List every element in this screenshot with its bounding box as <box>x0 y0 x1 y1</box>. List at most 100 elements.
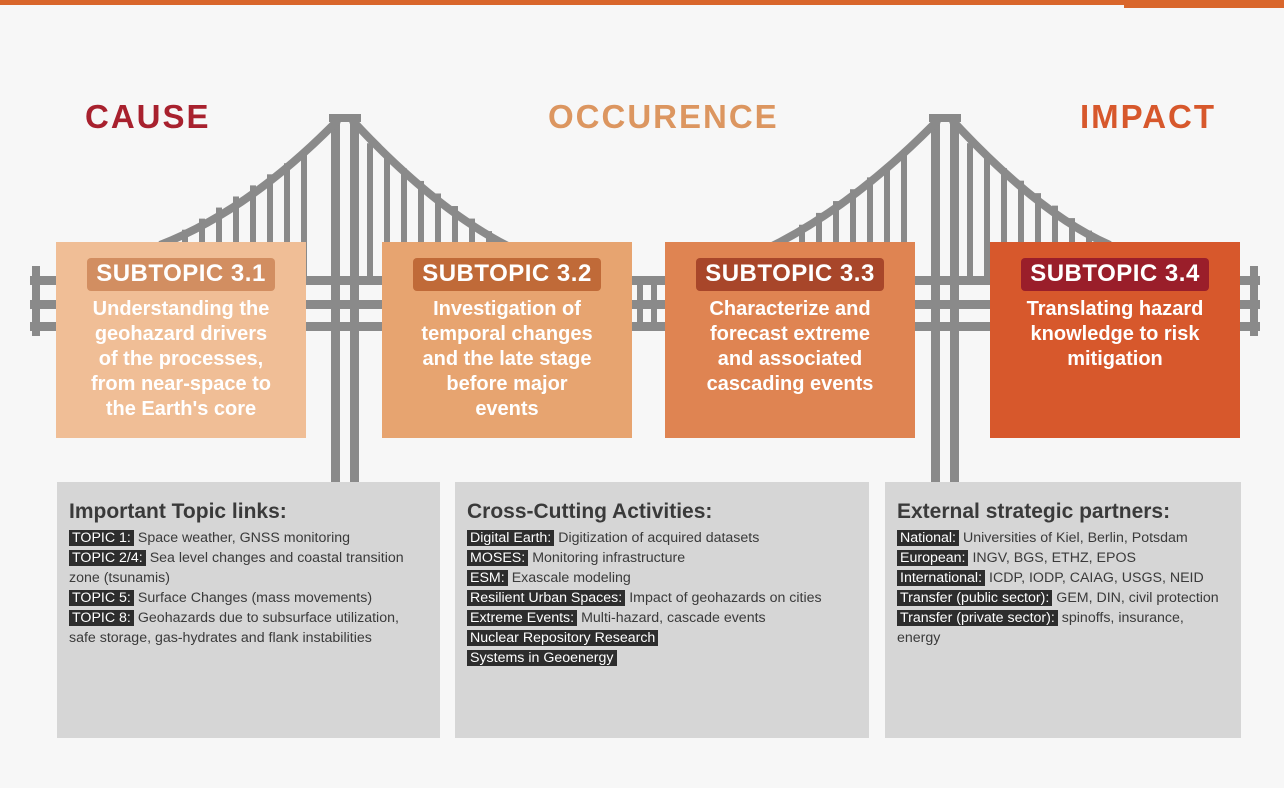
subtopic-description-line: and associated <box>717 348 863 370</box>
bridge-hanger <box>867 177 873 276</box>
bridge-end-post <box>1250 266 1258 336</box>
list-item: European:INGV, BGS, ETHZ, EPOS <box>897 548 1229 568</box>
bridge-hanger <box>452 206 458 276</box>
subtopic-description: Investigation of temporal changes and th… <box>382 297 632 422</box>
subtopic-description-line: geohazard drivers <box>94 323 268 345</box>
subtopic-description: Understanding the geohazard drivers of t… <box>56 297 306 422</box>
top-accent-rule-end <box>1124 0 1284 8</box>
item-text: Monitoring infrastructure <box>532 550 686 566</box>
bridge-hanger <box>1052 205 1058 276</box>
subtopic-description-line: Investigation of <box>433 298 581 320</box>
panel-title: Important Topic links: <box>69 500 287 523</box>
subtopic-card-3-4: SUBTOPIC 3.4 Translating hazard knowledg… <box>990 242 1240 438</box>
subtopic-description-line: Characterize and <box>709 298 871 320</box>
bridge-hanger <box>1001 168 1007 276</box>
bridge-hanger <box>401 168 407 276</box>
subtopic-badge: SUBTOPIC 3.3 <box>696 258 884 291</box>
bridge-deck-post <box>637 276 643 331</box>
list-item: TOPIC 1:Space weather, GNSS monitoring <box>69 528 428 548</box>
bridge-tower-leg <box>331 118 340 484</box>
list-item: Systems in Geoenergy <box>467 648 857 668</box>
bridge-tower-cap <box>929 114 961 122</box>
subtopic-badge: SUBTOPIC 3.4 <box>1021 258 1209 291</box>
subtopic-card-3-1: SUBTOPIC 3.1 Understanding the geohazard… <box>56 242 306 438</box>
item-text: spinoffs, insurance, energy <box>897 610 1184 646</box>
subtopic-description-line: of the processes, <box>98 348 264 370</box>
item-tag: Nuclear Repository Research <box>467 630 659 646</box>
panel-cross-cutting: Cross-Cutting Activities: Digital Earth:… <box>455 482 869 738</box>
subtopic-description: Characterize and forecast extreme and as… <box>665 297 915 397</box>
bridge-hanger <box>833 201 839 276</box>
bridge-hanger <box>418 180 424 276</box>
item-text: ICDP, IODP, CAIAG, USGS, NEID <box>989 570 1204 586</box>
subtopic-description-line: Translating hazard <box>1026 298 1204 320</box>
item-tag: Transfer (public sector): <box>897 590 1053 606</box>
item-text: Geohazards due to subsurface utilization… <box>69 610 399 646</box>
item-text: Universities of Kiel, Berlin, Potsdam <box>963 530 1188 546</box>
bridge-end-post <box>32 266 40 336</box>
bridge-main-cable <box>758 117 941 256</box>
subtopic-card-3-2: SUBTOPIC 3.2 Investigation of temporal c… <box>382 242 632 438</box>
item-tag: Systems in Geoenergy <box>467 650 617 666</box>
list-item: TOPIC 2/4:Sea level changes and coastal … <box>69 548 428 588</box>
item-text: Multi-hazard, cascade events <box>581 610 766 626</box>
subtopic-badge: SUBTOPIC 3.2 <box>413 258 601 291</box>
item-text: Sea level changes and coastal transition… <box>69 550 404 586</box>
stage-label-occurrence: OCCURENCE <box>548 98 779 135</box>
item-text: GEM, DIN, civil protection <box>1056 590 1219 606</box>
list-item: Nuclear Repository Research <box>467 628 857 648</box>
item-tag: Digital Earth: <box>467 530 555 546</box>
bridge-deck-rail-bottom <box>30 322 1260 331</box>
list-item: Digital Earth:Digitization of acquired d… <box>467 528 857 548</box>
subtopic-description-line: the Earth's core <box>105 398 257 420</box>
item-text: INGV, BGS, ETHZ, EPOS <box>972 550 1136 566</box>
bridge-hanger <box>1035 193 1041 276</box>
item-tag: TOPIC 1: <box>69 530 134 546</box>
top-accent-rule <box>0 0 1284 5</box>
subtopic-description-line: knowledge to risk <box>1030 323 1200 345</box>
bridge-deck-rail-top <box>30 276 1260 285</box>
subtopic-description-line: Understanding the <box>92 298 270 320</box>
bridge-hanger <box>367 143 373 276</box>
item-tag: MOSES: <box>467 550 529 566</box>
bridge-deck-rail-middle <box>30 300 1260 309</box>
item-text: Digitization of acquired datasets <box>558 530 760 546</box>
list-item: ESM:Exascale modeling <box>467 568 857 588</box>
item-tag: ESM: <box>467 570 508 586</box>
bridge-hanger <box>967 143 973 276</box>
subtopic-description-line: temporal changes <box>421 323 593 345</box>
bridge-main-cable <box>158 117 341 249</box>
list-item: Extreme Events:Multi-hazard, cascade eve… <box>467 608 857 628</box>
item-tag: European: <box>897 550 969 566</box>
item-tag: TOPIC 8: <box>69 610 134 626</box>
bridge-hanger <box>284 163 290 276</box>
item-tag: International: <box>897 570 986 586</box>
subtopic-description-line: before major <box>446 373 568 395</box>
list-item: Transfer (private sector):spinoffs, insu… <box>897 608 1229 648</box>
bridge-hanger <box>301 152 307 276</box>
item-tag: TOPIC 5: <box>69 590 134 606</box>
subtopic-card-3-3: SUBTOPIC 3.3 Characterize and forecast e… <box>665 242 915 438</box>
list-item: MOSES:Monitoring infrastructure <box>467 548 857 568</box>
bridge-tower-leg <box>950 118 959 484</box>
bridge-hanger <box>216 207 222 276</box>
item-text: Impact of geohazards on cities <box>629 590 822 606</box>
list-item: TOPIC 5:Surface Changes (mass movements) <box>69 588 428 608</box>
item-text: Surface Changes (mass movements) <box>137 590 373 606</box>
bridge-tower-leg <box>931 118 940 484</box>
list-item: Transfer (public sector):GEM, DIN, civil… <box>897 588 1229 608</box>
subtopic-badge: SUBTOPIC 3.1 <box>87 258 275 291</box>
bridge-tower-leg <box>350 118 359 484</box>
bridge-hanger <box>1018 180 1024 276</box>
subtopic-description-line: mitigation <box>1067 348 1163 370</box>
bridge-hanger <box>267 174 273 276</box>
subtopic-description-line: forecast extreme <box>709 323 871 345</box>
item-tag: Extreme Events: <box>467 610 578 626</box>
bridge-tower-cap <box>329 114 361 122</box>
stage-label-cause: CAUSE <box>85 98 211 135</box>
subtopic-description-line: and the late stage <box>422 348 592 370</box>
bridge-hanger <box>435 193 441 276</box>
item-tag: TOPIC 2/4: <box>69 550 146 566</box>
panel-external-partners: External strategic partners: National:Un… <box>885 482 1241 738</box>
